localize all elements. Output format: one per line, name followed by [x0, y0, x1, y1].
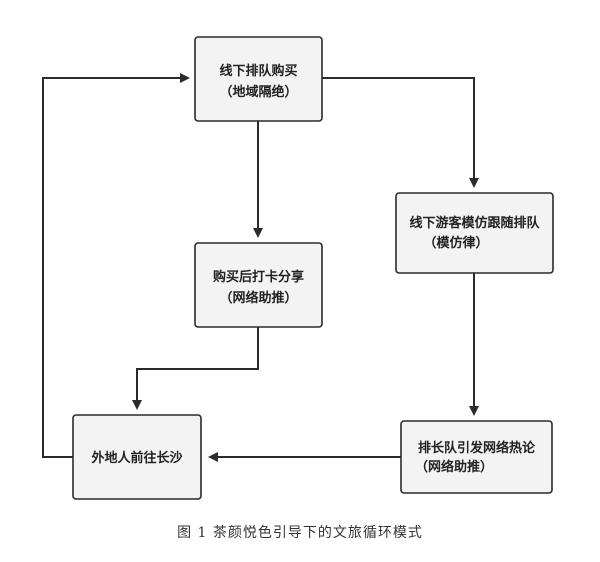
- node-visitors: 外地人前往长沙: [72, 414, 202, 500]
- node-imitate-line1: 线下游客模仿跟随排队: [409, 215, 540, 231]
- node-offline-queue-box: [194, 36, 323, 122]
- connectors: [42, 73, 479, 462]
- node-visitors-box: [72, 414, 202, 500]
- node-offline-queue-line1: 线下排队购买: [219, 63, 297, 79]
- arrow-share-to-visitors: [132, 327, 259, 410]
- node-imitate: 线下游客模仿跟随排队 （模仿律）: [395, 192, 554, 274]
- node-offline-queue: 线下排队购买 （地域隔绝）: [194, 36, 323, 122]
- node-offline-queue-line2: （地域隔绝）: [219, 84, 297, 100]
- node-share: 购买后打卡分享 （网络助推）: [194, 242, 323, 328]
- node-long-queue-line2: （网络助推）: [415, 459, 493, 475]
- arrow-visitors-to-queue: [42, 73, 190, 458]
- node-imitate-box: [395, 192, 554, 274]
- node-visitors-line1: 外地人前往长沙: [90, 450, 182, 466]
- figure-caption: 图 1 茶颜悦色引导下的文旅循环模式: [177, 525, 423, 541]
- node-share-box: [194, 242, 323, 328]
- node-long-queue-box: [400, 420, 553, 494]
- node-imitate-line2: （模仿律）: [423, 235, 488, 251]
- node-long-queue: 排长队引发网络热论 （网络助推）: [400, 420, 553, 494]
- arrow-queue-to-imitate: [322, 77, 479, 188]
- node-share-line2: （网络助推）: [219, 290, 297, 306]
- node-share-line1: 购买后打卡分享: [213, 269, 304, 285]
- node-long-queue-line1: 排长队引发网络热论: [418, 440, 536, 456]
